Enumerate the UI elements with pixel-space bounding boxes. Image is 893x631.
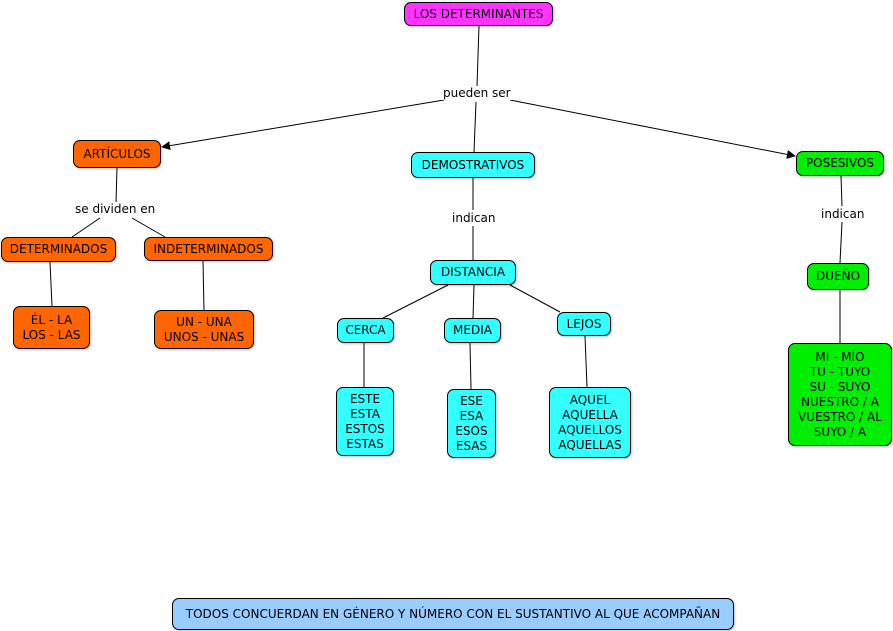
connector-indeterminados-examples bbox=[202, 260, 205, 311]
connector-determinados-examples bbox=[49, 261, 53, 307]
node-articulos: ARTÍCULOS bbox=[73, 140, 161, 168]
link-label-indican-demostrativos: indican bbox=[450, 211, 498, 225]
link-label-indican-posesivos: indican bbox=[819, 207, 867, 221]
node-media-examples: ESE ESA ESOS ESAS bbox=[447, 389, 496, 458]
connector-pueden-ser-articulos bbox=[161, 99, 445, 151]
node-demostrativos: DEMOSTRATIVOS bbox=[411, 152, 535, 178]
connector-lejos-examples bbox=[584, 335, 588, 388]
node-posesivos: POSESIVOS bbox=[796, 151, 884, 176]
node-determinados-examples: ÉL - LA LOS - LAS bbox=[13, 306, 90, 349]
node-media: MEDIA bbox=[444, 318, 501, 343]
node-los-determinantes: LOS DETERMINANTES bbox=[404, 2, 553, 26]
node-cerca: CERCA bbox=[337, 318, 394, 343]
connector-posesivos-indican bbox=[840, 175, 843, 207]
connector-distancia-lejos bbox=[509, 284, 561, 313]
node-dueno: DUEÑO bbox=[807, 263, 869, 290]
connector-se-dividen-indeterminados bbox=[131, 217, 166, 238]
node-determinados: DETERMINADOS bbox=[1, 237, 116, 262]
node-lejos: LEJOS bbox=[557, 312, 611, 336]
node-indeterminados: INDETERMINADOS bbox=[144, 237, 273, 261]
node-footer-note: TODOS CONCUERDAN EN GÉNERO Y NÚMERO CON … bbox=[172, 598, 734, 630]
link-label-se-dividen-en: se dividen en bbox=[73, 202, 158, 216]
node-lejos-examples: AQUEL AQUELLA AQUELLOS AQUELLAS bbox=[549, 387, 631, 458]
connector-se-dividen-determinados bbox=[71, 217, 101, 238]
link-label-pueden-ser: pueden ser bbox=[441, 86, 513, 100]
node-cerca-examples: ESTE ESTA ESTOS ESTAS bbox=[336, 387, 394, 456]
connector-pueden-ser-demostrativos bbox=[473, 101, 477, 153]
connector-root-pueden-ser bbox=[476, 25, 480, 87]
connector-distancia-cerca bbox=[382, 284, 449, 319]
node-posesivos-examples: MI - MÍO TU - TUYO SU - SUYO NUESTRO / A… bbox=[788, 343, 892, 446]
node-indeterminados-examples: UN - UNA UNOS - UNAS bbox=[154, 310, 254, 349]
connector-indican-dueno bbox=[839, 221, 843, 264]
node-distancia: DISTANCIA bbox=[430, 260, 516, 285]
connector-articulos-se-dividen bbox=[115, 167, 118, 203]
connector-pueden-ser-posesivos bbox=[509, 99, 796, 159]
connector-media-examples bbox=[469, 342, 472, 390]
connector-distancia-media bbox=[472, 284, 475, 319]
